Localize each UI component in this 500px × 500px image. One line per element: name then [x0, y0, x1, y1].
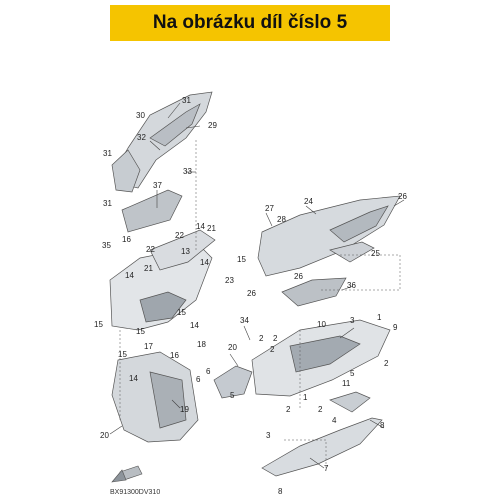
reference-line-2	[320, 254, 401, 291]
callout-8-b: 8	[278, 487, 283, 496]
callout-26: 26	[398, 192, 407, 201]
callout-37: 37	[153, 181, 162, 190]
callout-31-c: 31	[103, 199, 112, 208]
part-floorboard-dark	[289, 335, 361, 373]
part-5	[213, 365, 253, 399]
leader-line-10	[243, 325, 251, 341]
callout-33: 33	[183, 167, 192, 176]
callout-17: 17	[144, 342, 153, 351]
part-number-banner: Na obrázku díl číslo 5	[110, 5, 390, 41]
callout-2-f: 2	[286, 405, 291, 414]
callout-32: 32	[137, 133, 146, 142]
part-leg-shield-dark	[149, 371, 187, 429]
part-front-cover-inner	[149, 103, 201, 147]
leader-line-16	[369, 419, 385, 429]
callout-3-b: 3	[266, 431, 271, 440]
callout-35: 35	[102, 241, 111, 250]
leader-line-6	[265, 212, 273, 227]
callout-15-d: 15	[118, 350, 127, 359]
part-37	[121, 189, 183, 233]
callout-2-b: 2	[273, 334, 278, 343]
callout-31: 31	[182, 96, 191, 105]
callout-2: 2	[259, 334, 264, 343]
part-bracket	[149, 229, 216, 271]
callout-30: 30	[136, 111, 145, 120]
callout-34: 34	[240, 316, 249, 325]
leader-line-3	[149, 140, 161, 151]
leader-line-9	[341, 285, 354, 291]
callout-8: 8	[380, 421, 385, 430]
callout-2-d: 2	[270, 345, 275, 354]
leader-line-14	[109, 425, 123, 435]
callout-6: 6	[206, 367, 211, 376]
callout-23: 23	[225, 276, 234, 285]
callout-14-e: 14	[129, 374, 138, 383]
callout-5-b: 5	[350, 369, 355, 378]
callout-22: 22	[175, 231, 184, 240]
leader-line-1	[167, 102, 181, 119]
callout-3: 3	[350, 316, 355, 325]
callout-25: 25	[371, 249, 380, 258]
callout-26-c: 26	[247, 289, 256, 298]
part-24-shade	[329, 205, 389, 243]
callout-16: 16	[122, 235, 131, 244]
leader-line-7	[305, 205, 317, 215]
callout-24: 24	[304, 197, 313, 206]
callout-18: 18	[197, 340, 206, 349]
callout-15-b: 15	[94, 320, 103, 329]
part-side-panel-small	[111, 149, 141, 193]
leader-line-11	[339, 327, 355, 339]
callout-11: 11	[342, 379, 351, 388]
callout-19: 19	[180, 405, 189, 414]
callout-29: 29	[208, 121, 217, 130]
part-25	[329, 241, 375, 263]
callout-36: 36	[347, 281, 356, 290]
callout-26-b: 26	[294, 272, 303, 281]
part-frame-left-dark	[139, 291, 187, 323]
leader-line-13	[171, 399, 181, 409]
callout-15: 15	[237, 255, 246, 264]
callout-27: 27	[265, 204, 274, 213]
callout-2-e: 2	[318, 405, 323, 414]
callout-28: 28	[277, 215, 286, 224]
diagram-code: BX91300DV310	[110, 489, 160, 496]
leader-line-8	[393, 199, 405, 207]
callout-4: 4	[332, 416, 337, 425]
callout-14-b: 14	[125, 271, 134, 280]
callout-9: 9	[393, 323, 398, 332]
callout-31-b: 31	[103, 149, 112, 158]
leader-line-15	[309, 457, 325, 469]
callout-1-b: 1	[303, 393, 308, 402]
leader-line-12	[229, 353, 239, 367]
part-8	[329, 391, 371, 413]
callout-14: 14	[196, 222, 205, 231]
front-arrow-icon	[111, 465, 143, 483]
leader-line-2	[185, 125, 201, 129]
callout-22-b: 22	[146, 245, 155, 254]
banner-text: Na obrázku díl číslo 5	[152, 12, 348, 33]
callout-7: 7	[324, 464, 329, 473]
callout-5: 5	[230, 391, 235, 400]
reference-line-4	[284, 439, 327, 470]
callout-16-b: 16	[170, 351, 179, 360]
callout-20-b: 20	[228, 343, 237, 352]
part-7-lower-panel	[261, 417, 383, 477]
callout-21: 21	[207, 224, 216, 233]
callout-6-b: 6	[196, 375, 201, 384]
callout-21-b: 21	[144, 264, 153, 273]
part-24-side-cover	[257, 195, 401, 277]
callout-14-c: 14	[200, 258, 209, 267]
callout-1: 1	[377, 313, 382, 322]
part-36	[281, 277, 347, 307]
callout-15-e: 15	[136, 327, 145, 336]
callout-14-d: 14	[190, 321, 199, 330]
callout-15-c: 15	[177, 308, 186, 317]
callout-10: 10	[317, 320, 326, 329]
callout-13: 13	[181, 247, 190, 256]
callout-2-c: 2	[384, 359, 389, 368]
callout-20: 20	[100, 431, 109, 440]
